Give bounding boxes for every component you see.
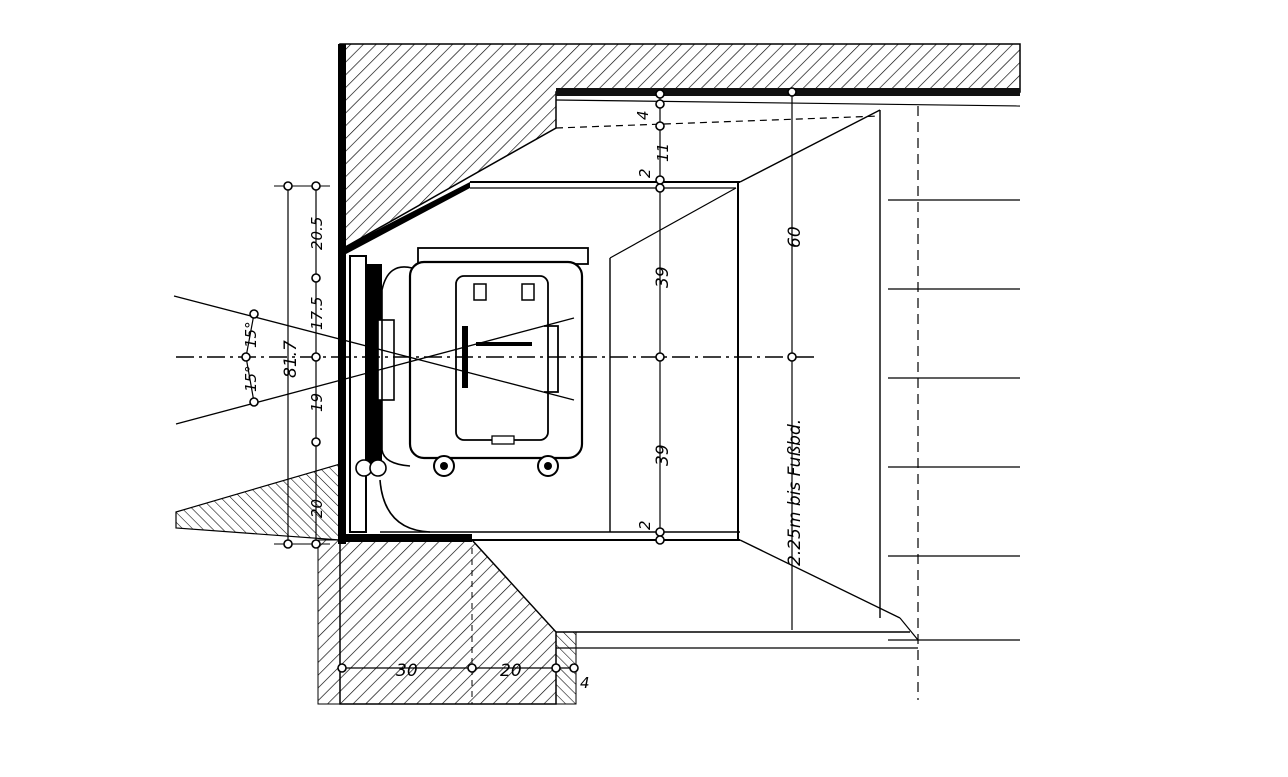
dim-b2: 20 [500, 661, 522, 681]
lower-wall-section [339, 539, 577, 705]
dim-upper-half: 39 [653, 266, 673, 288]
dim-top-gap: 4 [634, 110, 652, 120]
vertical-dimension-labels: 4 11 2 39 39 2 60 2.25m bis Fußbd. [634, 110, 805, 566]
window-frame [338, 44, 472, 544]
floor-note: 2.25m bis Fußbd. [785, 419, 805, 566]
dimension-points [241, 87, 797, 673]
dim-upper-reveal: 11 [654, 143, 672, 162]
dim-d2: 17.5 [308, 297, 326, 330]
dim-d4: 20 [308, 499, 326, 518]
dim-frame-top: 2 [636, 168, 654, 178]
sight-lines [173, 295, 575, 425]
dim-d1: 20.5 [308, 217, 326, 250]
outer-ground-section [175, 463, 341, 705]
angle-upper: 15° [242, 321, 260, 348]
dim-frame-bottom: 2 [636, 520, 654, 530]
dim-b1: 30 [396, 661, 418, 681]
wheel-right [537, 455, 559, 477]
dim-total: 81.7 [281, 340, 301, 378]
apparatus-cabinet [381, 247, 589, 477]
dim-b3: 4 [580, 674, 590, 692]
dim-lower-half: 39 [653, 444, 673, 466]
dim-total-height: 60 [785, 226, 805, 248]
wheel-left [433, 455, 455, 477]
bottom-dimension-labels: 30 20 4 [396, 661, 590, 692]
angle-lower: 15° [242, 365, 260, 392]
left-dimension-labels: 20.5 17.5 19 20 81.7 15° 15° [242, 217, 326, 518]
recess-lines [379, 106, 1020, 700]
dim-d3: 19 [308, 393, 326, 412]
